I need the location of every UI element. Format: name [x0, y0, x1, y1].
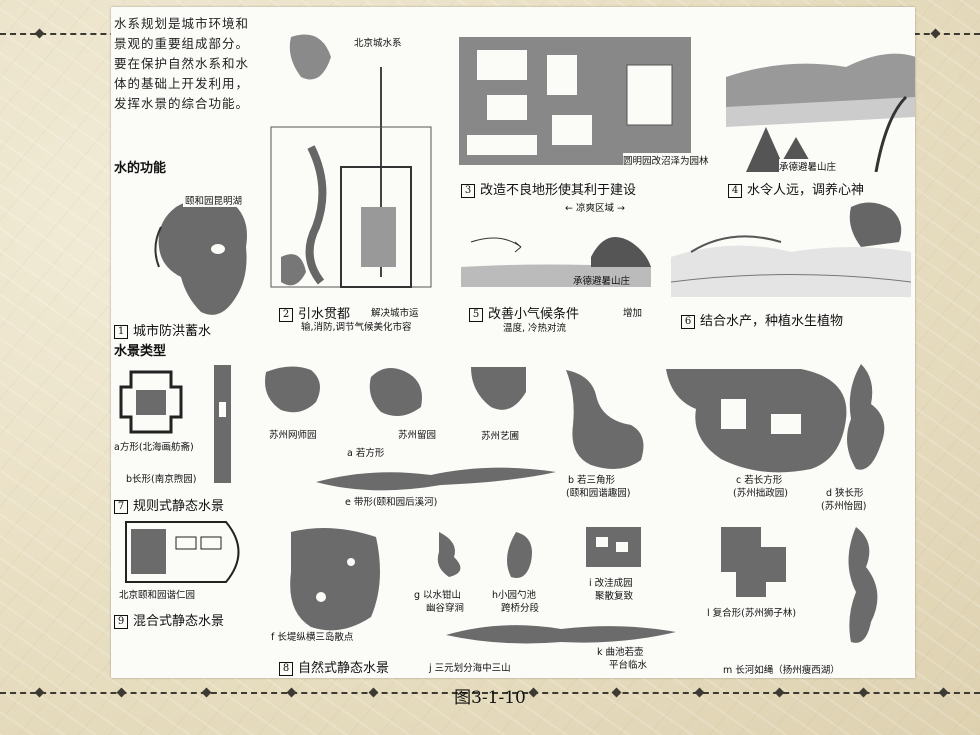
label-k-qiuchi: k 曲池若壶 [597, 647, 644, 658]
intro-paragraph: 水系规划是城市环境和景观的重要组成部分。要在保护自然水系和水体的基础上开发利用，… [114, 16, 250, 111]
panel-2-title: 引水贯都 [298, 307, 351, 322]
label-i-gaiwa-sub: 聚散复致 [595, 591, 634, 602]
houxi-river-shape [316, 467, 556, 491]
long-pond-shape [214, 365, 231, 483]
panel-5-sub1: 增加 [623, 308, 643, 319]
chengde-landscape-sketch [726, 37, 915, 172]
beijing-water-map [270, 34, 432, 288]
wangshi-garden-pond [265, 366, 320, 413]
panel-3-caption: 3 改造不良地形使其利于建设 [461, 179, 636, 198]
panel-4-caption: 4 水令人远，调养心神 [728, 179, 864, 198]
label-liuyuan: 苏州留园 [398, 430, 437, 441]
g-pond [437, 532, 461, 577]
i-pond [586, 527, 641, 567]
label-j-sanyuan: j 三元划分海中三山 [429, 663, 511, 674]
panel-3-title: 改造不良地形使其利于建设 [480, 183, 637, 198]
panel-3-number: 3 [461, 183, 475, 198]
microclimate-sketch [461, 237, 651, 287]
label-g-shan-sub: 幽谷穿涧 [426, 603, 465, 614]
label-d-xiachang: d 狭长形 [826, 488, 864, 499]
zhuozheng-garden-pond [666, 369, 847, 473]
label-c-ruochangfang: c 若长方形 [736, 475, 783, 486]
label-k-qiuchi-sub: 平台临水 [609, 660, 648, 671]
sanyuan-pond [446, 625, 676, 644]
panel-9-title: 混合式静态水景 [133, 614, 225, 629]
panel-9-caption: 9 混合式静态水景 [114, 610, 224, 629]
label-yipu: 苏州艺圃 [481, 431, 520, 442]
label-h-xiaoyuan-sub: 跨桥分段 [501, 603, 540, 614]
panel-5-title: 改善小气候条件 [488, 307, 580, 322]
panel-4-note: 承德避暑山庄 [779, 159, 837, 173]
panel-2-number: 2 [279, 307, 293, 322]
yuanmingyuan-map [459, 37, 691, 165]
panel-6-caption: 6 结合水产，种植水生植物 [681, 310, 843, 329]
label-d-xiachang-sub: (苏州怡园) [821, 501, 867, 512]
yipu-pond [471, 367, 526, 410]
section-title-water-function: 水的功能 [114, 161, 167, 176]
panel-4-title: 水令人远，调养心神 [747, 183, 865, 198]
shouxihu-river [848, 527, 878, 643]
beijing-water-map-label: 北京城水系 [354, 38, 402, 49]
label-wangshi: 苏州网师园 [269, 430, 317, 441]
label-l-fuhe: l 复合形(苏州狮子林) [707, 608, 797, 619]
scanned-figure-sheet: 水系规划是城市环境和景观的重要组成部分。要在保护自然水系和水体的基础上开发利用，… [111, 7, 915, 678]
label-b-ruosanjiao: b 若三角形 [568, 475, 616, 486]
bottom-dashed-rule [0, 692, 980, 694]
panel-2-caption: 2 引水贯都 [279, 303, 350, 322]
aquatic-plants-sketch [671, 202, 911, 297]
section-title-water-types: 水景类型 [114, 344, 167, 359]
kunming-lake-label: 颐和园昆明湖 [183, 193, 245, 207]
panel-1-number: 1 [114, 324, 128, 339]
label-c-ruochangfang-sub: (苏州拙政园) [733, 488, 788, 499]
label-h-xiaoyuan: h小园勺池 [492, 590, 537, 601]
label-i-gaiwa: i 改洼成园 [589, 578, 633, 589]
panel-2-sub2: 输,消防,调节气候美化市容 [301, 322, 412, 333]
panel-7-caption: 7 规则式静态水景 [114, 495, 224, 514]
label-b-long: b长形(南京煦园) [126, 474, 197, 485]
panel-2-sub1: 解决城市运 [371, 308, 419, 319]
panel-4-number: 4 [728, 183, 742, 198]
label-g-shan: g 以水钳山 [414, 590, 462, 601]
panel-1-title: 城市防洪蓄水 [133, 324, 212, 339]
panel-5-sub2: 温度, 冷热对流 [503, 323, 567, 334]
h-pond [507, 532, 532, 578]
kunming-lake-drawing [154, 198, 247, 315]
changdi-pond [290, 528, 380, 631]
panel-5-number: 5 [469, 307, 483, 322]
label-a-ruofang: a 若方形 [347, 448, 385, 459]
liuyuan-pond [369, 368, 422, 416]
panel-5-caption: 5 改善小气候条件 [469, 303, 579, 322]
panel-3-note: 圆明园改沼泽为园林 [623, 153, 709, 167]
label-a-square: a方形(北海画舫斋) [114, 442, 194, 453]
panel-8-title: 自然式静态水景 [298, 661, 390, 676]
mixed-pond-shape [125, 521, 240, 583]
square-pond-shape [119, 370, 183, 434]
label-e-daixing: e 带形(颐和园后溪河) [345, 497, 438, 508]
yiyuan-pond [847, 364, 885, 470]
panel-7-number: 7 [114, 499, 128, 514]
panel-8-number: 8 [279, 661, 293, 676]
label-m-changhe: m 长河如绳（扬州瘦西湖） [723, 665, 840, 676]
xiequ-garden-pond [566, 370, 644, 469]
panel-6-title: 结合水产，种植水生植物 [700, 314, 844, 329]
shizilin-pond [721, 527, 786, 597]
panel-7-title: 规则式静态水景 [133, 499, 225, 514]
panel-5-arrow-label: ← 凉爽区域 → [565, 203, 625, 214]
panel-9-number: 9 [114, 614, 128, 629]
panel-8-caption: 8 自然式静态水景 [279, 657, 389, 676]
figure-caption: 图3-1-10 [454, 688, 526, 708]
label-f-changdi: f 长堤纵横三岛散点 [271, 632, 354, 643]
label-b-ruosanjiao-sub: (颐和园谐趣园) [566, 488, 631, 499]
panel-6-number: 6 [681, 314, 695, 329]
panel-5-note: 承德避暑山庄 [573, 276, 631, 287]
label-mixed-caption: 北京颐和园谐仁园 [119, 590, 196, 601]
panel-1-caption: 1 城市防洪蓄水 [114, 320, 211, 339]
